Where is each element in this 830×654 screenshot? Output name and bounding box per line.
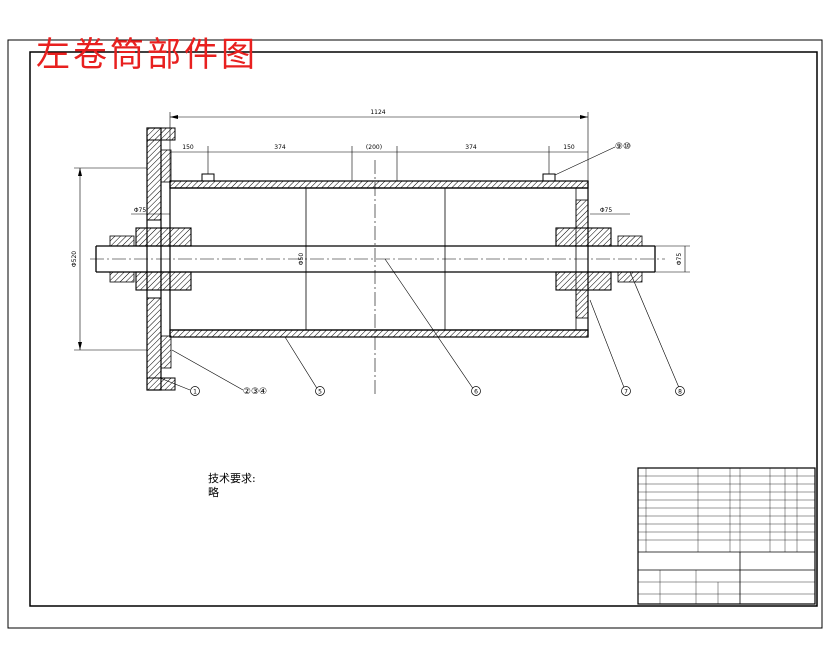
balloon-9-10: ⑨⑩ <box>615 142 631 152</box>
leader-lines <box>159 146 681 391</box>
dimension-lines <box>74 112 690 351</box>
dim-right-dia: Φ75 <box>676 253 683 266</box>
balloon-6: 6 <box>471 386 481 396</box>
right-hub <box>555 199 643 319</box>
notes-heading: 技术要求: <box>208 472 256 485</box>
outer-frame <box>7 39 823 629</box>
svg-text:8: 8 <box>678 389 682 396</box>
svg-text:②③④: ②③④ <box>243 387 267 397</box>
dim-left-span: 374 <box>274 144 286 151</box>
dim-left-end: 150 <box>182 144 194 151</box>
technical-notes: 技术要求: 略 <box>208 472 256 500</box>
dim-right-span: 374 <box>465 144 477 151</box>
svg-text:6: 6 <box>474 389 478 396</box>
svg-text:1: 1 <box>193 389 197 396</box>
svg-text:7: 7 <box>624 389 628 396</box>
left-hub <box>109 227 192 291</box>
dim-center-span: (200) <box>366 144 382 151</box>
dim-left-height: Φ520 <box>71 251 78 267</box>
balloon-5: 5 <box>315 386 325 396</box>
inner-frame <box>29 51 818 607</box>
dim-shaft-axis: Φ50 <box>298 253 305 266</box>
drawing-title: 左卷筒部件图 <box>36 35 258 75</box>
balloon-8: 8 <box>675 386 685 396</box>
notes-body: 略 <box>208 486 219 499</box>
dim-left-bearing: Φ75 <box>134 207 147 214</box>
bolt-right <box>542 173 556 182</box>
bolt-left <box>201 173 215 182</box>
dimension-arrows <box>78 115 588 350</box>
left-flange <box>146 127 176 391</box>
balloon-2-3-4: ②③④ <box>243 387 267 397</box>
svg-text:⑨⑩: ⑨⑩ <box>615 142 631 152</box>
balloon-7: 7 <box>621 386 631 396</box>
dim-overall-length: 1124 <box>370 109 385 116</box>
title-block <box>637 467 816 605</box>
svg-text:5: 5 <box>318 389 322 396</box>
balloon-1: 1 <box>190 386 200 396</box>
dim-right-end: 150 <box>563 144 575 151</box>
dim-right-bearing: Φ75 <box>600 207 613 214</box>
